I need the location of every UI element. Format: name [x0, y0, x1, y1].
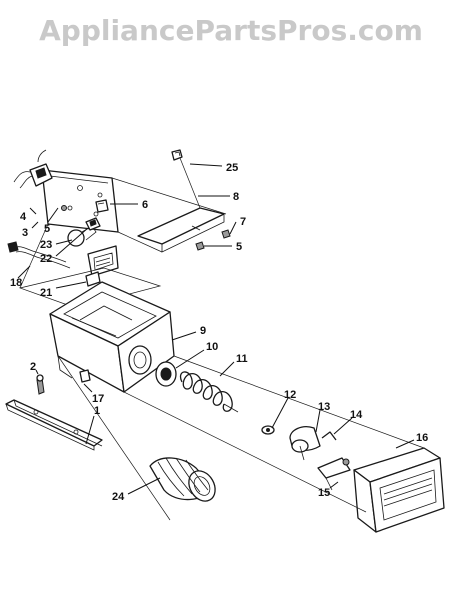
part-lamp-cover: [87, 245, 119, 277]
callout-12: 12: [284, 389, 296, 401]
callout-14: 14: [350, 409, 363, 421]
callout-10: 10: [206, 341, 218, 353]
callout-5-left: 5: [44, 223, 50, 235]
callout-11: 11: [236, 353, 248, 365]
part-12-washer: [261, 425, 275, 435]
callout-22: 22: [40, 253, 52, 265]
part-control-plate: [41, 169, 119, 233]
part-9-housing: [49, 281, 175, 393]
callout-16: 16: [416, 432, 428, 444]
part-15-lever: [317, 457, 351, 491]
part-22-socket: [85, 217, 101, 231]
callout-8: 8: [233, 191, 239, 203]
part-5-screw-right: [195, 241, 205, 251]
callout-18: 18: [10, 277, 22, 289]
part-24-drum: [149, 457, 216, 502]
part-10-bearing: [155, 361, 177, 387]
part-1-rail: [5, 399, 103, 451]
callout-25: 25: [226, 162, 238, 174]
callout-6: 6: [142, 199, 148, 211]
callout-24: 24: [112, 491, 125, 503]
part-14-clip: [321, 431, 337, 441]
callout-23: 23: [40, 239, 52, 251]
callout-9: 9: [200, 325, 206, 337]
callout-4: 4: [20, 211, 27, 223]
part-16-front-cover: [353, 447, 445, 533]
callout-7: 7: [240, 216, 246, 228]
watermark-text: AppliancePartsPros.com: [39, 14, 423, 47]
part-5-screw-left: [61, 205, 67, 211]
part-17-spacer: [79, 369, 91, 383]
callout-3: 3: [22, 227, 28, 239]
leader-lines: [17, 163, 415, 495]
assembly-guide-lines: [18, 157, 227, 309]
part-25-clip: [171, 149, 183, 161]
part-8-cover: [137, 207, 225, 253]
part-6-bracket: [95, 199, 109, 213]
part-21-clip: [85, 271, 101, 287]
part-11-auger-spring: [179, 371, 239, 413]
callout-15: 15: [318, 487, 330, 499]
callout-21: 21: [40, 287, 52, 299]
part-13-crusher: [289, 426, 321, 461]
callout-2: 2: [30, 361, 36, 373]
part-2-screw: [36, 374, 45, 395]
part-4-switch: [13, 149, 53, 189]
part-18-wire-harness: [7, 241, 71, 269]
callout-1: 1: [94, 405, 100, 417]
callout-13: 13: [318, 401, 330, 413]
part-7-screw: [221, 229, 231, 239]
callout-5-right: 5: [236, 241, 242, 253]
callout-17: 17: [92, 393, 104, 405]
axis-guide-lines: [57, 355, 425, 521]
callout-labels: 25 8 6 7 5 4 5 3 23 22 18 21 9 10 11 2 1…: [10, 162, 428, 503]
